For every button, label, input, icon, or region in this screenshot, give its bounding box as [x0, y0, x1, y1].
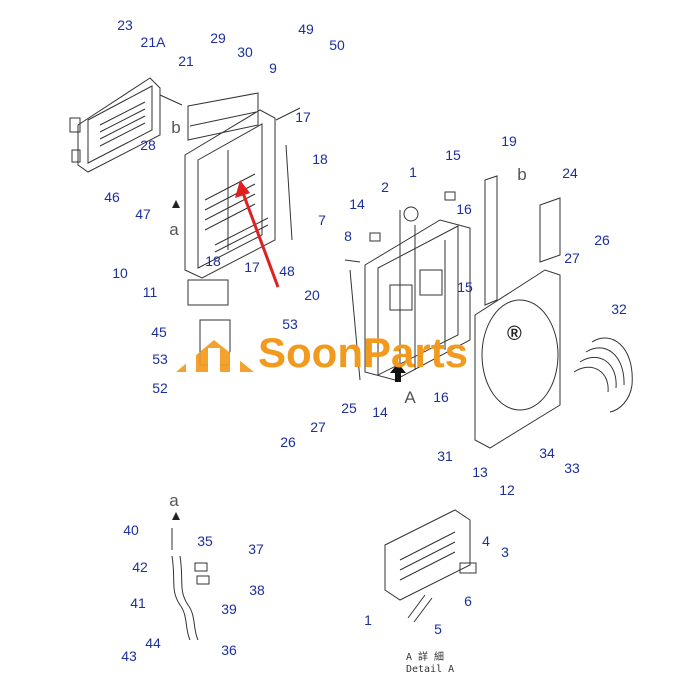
part-number-24: 24: [562, 165, 578, 181]
part-number-23: 23: [117, 17, 133, 33]
part-number-52: 52: [152, 380, 168, 396]
part-number-25: 25: [341, 400, 357, 416]
part-number-43: 43: [121, 648, 137, 664]
bracket-19-drawing: [484, 175, 498, 306]
detail-caption-line-2: Detail A: [406, 664, 454, 675]
part-number-17: 17: [244, 259, 260, 275]
radiator-guard-frame-9: [184, 107, 301, 366]
fan-guard-32-drawing: [573, 337, 633, 413]
part-number-30: 30: [237, 44, 253, 60]
part-number-15: 15: [457, 279, 473, 295]
brand-name: SoonParts: [258, 329, 468, 376]
view-letter-b: b: [517, 165, 526, 184]
part-number-49: 49: [298, 21, 314, 37]
bracket-24-drawing: [539, 197, 561, 263]
view-letter-a: a: [169, 491, 179, 510]
part-number-28: 28: [140, 137, 156, 153]
part-number-4: 4: [482, 533, 490, 549]
part-number-47: 47: [135, 206, 151, 222]
part-number-15: 15: [445, 147, 461, 163]
registered-mark: ®: [507, 323, 522, 345]
part-number-20: 20: [304, 287, 320, 303]
part-number-27: 27: [564, 250, 580, 266]
part-number-42: 42: [132, 559, 148, 575]
part-number-48: 48: [279, 263, 295, 279]
part-number-31: 31: [437, 448, 453, 464]
part-number-40: 40: [123, 522, 139, 538]
view-letter-b: b: [171, 118, 180, 137]
part-number-8: 8: [344, 228, 352, 244]
part-number-34: 34: [539, 445, 555, 461]
part-number-50: 50: [329, 37, 345, 53]
part-number-12: 12: [499, 482, 515, 498]
net-29-drawing: [187, 92, 259, 141]
part-number-38: 38: [249, 582, 265, 598]
part-number-7: 7: [318, 212, 326, 228]
part-number-41: 41: [130, 595, 146, 611]
part-number-35: 35: [197, 533, 213, 549]
part-number-32: 32: [611, 301, 627, 317]
detail-caption-line-1: A 詳 細: [406, 650, 444, 663]
part-number-10: 10: [112, 265, 128, 281]
radiator-core-1-drawing: [344, 191, 471, 381]
part-number-2: 2: [381, 179, 389, 195]
fan-shroud-31-drawing: [474, 269, 561, 449]
red-indicator-arrow-icon: [235, 180, 280, 288]
part-number-46: 46: [104, 189, 120, 205]
view-reference-letters: b a bAa: [169, 118, 526, 510]
part-number-6: 6: [464, 593, 472, 609]
part-number-37: 37: [248, 541, 264, 557]
part-number-3: 3: [501, 544, 509, 560]
part-number-33: 33: [564, 460, 580, 476]
part-number-36: 36: [221, 642, 237, 658]
part-number-26: 26: [280, 434, 296, 450]
part-number-45: 45: [151, 324, 167, 340]
part-number-21A: 21A: [141, 34, 167, 50]
part-number-5: 5: [434, 621, 442, 637]
brand-logo-icon: [176, 340, 254, 372]
part-number-27: 27: [310, 419, 326, 435]
part-number-21: 21: [178, 53, 194, 69]
flow-arrow-icon: [172, 512, 180, 520]
detail-a-drawing: [384, 509, 477, 623]
part-number-1: 1: [364, 612, 372, 628]
part-number-26: 26: [594, 232, 610, 248]
part-number-16: 16: [433, 389, 449, 405]
radiator-21-drawing: [69, 77, 183, 173]
part-number-53: 53: [152, 351, 168, 367]
view-letter-A: A: [404, 388, 416, 407]
part-number-14: 14: [349, 196, 365, 212]
part-number-44: 44: [145, 635, 161, 651]
view-letter-a: a: [169, 220, 179, 239]
part-number-13: 13: [472, 464, 488, 480]
part-number-19: 19: [501, 133, 517, 149]
view-arrow-icon: [390, 363, 406, 382]
part-number-18: 18: [205, 253, 221, 269]
part-number-29: 29: [210, 30, 226, 46]
part-number-1: 1: [409, 164, 417, 180]
part-number-53: 53: [282, 316, 298, 332]
part-number-16: 16: [456, 201, 472, 217]
part-number-14: 14: [372, 404, 388, 420]
brand-watermark: SoonParts ®: [176, 323, 522, 376]
part-number-9: 9: [269, 60, 277, 76]
part-number-39: 39: [221, 601, 237, 617]
part-number-18: 18: [312, 151, 328, 167]
flow-arrow-icon: [172, 200, 180, 208]
part-number-17: 17: [295, 109, 311, 125]
part-number-11: 11: [143, 284, 158, 300]
drain-pipe-35-drawing: [171, 528, 210, 641]
